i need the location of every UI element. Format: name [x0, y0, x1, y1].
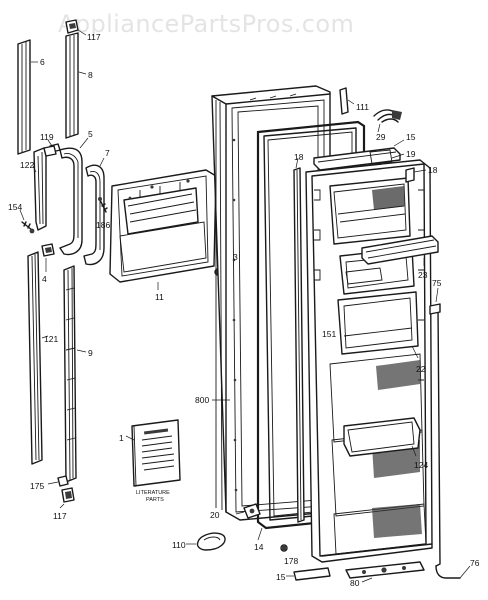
label-20: 20 — [210, 510, 220, 520]
label-154: 154 — [8, 202, 22, 212]
label-4: 4 — [42, 274, 47, 284]
label-151: 151 — [322, 329, 336, 339]
part-122-handle — [32, 145, 57, 231]
label-18-left: 18 — [294, 152, 304, 162]
part-5-handle — [59, 137, 89, 256]
label-6: 6 — [40, 57, 45, 67]
part-18-right-bar — [405, 167, 427, 183]
part-186-screw — [98, 197, 108, 213]
part-15-bottom-strip — [286, 567, 331, 581]
label-15-top: 15 — [406, 132, 416, 142]
label-800: 800 — [195, 395, 209, 405]
label-119: 119 — [40, 132, 54, 142]
part-80-bottom-bracket — [345, 561, 425, 583]
label-19: 19 — [406, 149, 416, 159]
label-117-bottom: 117 — [53, 511, 67, 521]
part-29-harness — [373, 109, 402, 133]
label-1: 1 — [119, 433, 124, 443]
part-110-hinge-cover — [186, 532, 226, 551]
label-80: 80 — [350, 578, 360, 588]
part-19-bracket — [369, 149, 405, 165]
part-9-long-channel — [63, 265, 87, 483]
part-18-vertical-rail — [293, 157, 305, 523]
label-22: 22 — [416, 364, 426, 374]
part-7-handle — [83, 157, 105, 266]
part-175-cap — [47, 475, 69, 487]
label-23: 23 — [418, 270, 428, 280]
label-117-top: 117 — [87, 32, 101, 42]
label-14: 14 — [254, 542, 264, 552]
label-8: 8 — [88, 70, 93, 80]
literature-line-1: LITERATURE — [136, 490, 170, 496]
part-117-top-cap — [65, 19, 87, 36]
part-117-bottom-cap — [59, 487, 75, 509]
label-9: 9 — [88, 348, 93, 358]
label-122: 122 — [20, 160, 34, 170]
label-175: 175 — [30, 481, 44, 491]
part-121-long-strip — [27, 251, 49, 465]
part-178-screw — [280, 544, 288, 552]
label-29: 29 — [376, 132, 386, 142]
label-3: 3 — [233, 252, 238, 262]
part-75-76-rod — [429, 287, 471, 579]
label-178: 178 — [284, 556, 298, 566]
label-111: 111 — [356, 102, 369, 112]
watermark-text: AppliancePartsPros.com — [58, 10, 354, 38]
part-4-clip — [41, 243, 55, 272]
callout-labels: 6 117 8 119 5 7 122 154 186 4 11 121 9 3… — [8, 32, 480, 588]
label-186: 186 — [96, 220, 110, 230]
label-18-right: 18 — [428, 165, 438, 175]
part-6-trim-strip — [17, 39, 38, 155]
label-76: 76 — [470, 558, 480, 568]
label-15-bottom: 15 — [276, 572, 286, 582]
part-20-door-stop — [235, 503, 261, 519]
inner-door-liner — [305, 159, 433, 563]
part-111-hinge-pin — [339, 87, 355, 115]
part-15-top-cap — [313, 139, 405, 171]
literature-line-2: PARTS — [146, 497, 164, 503]
label-5: 5 — [88, 129, 93, 139]
label-75: 75 — [432, 278, 442, 288]
part-1-literature-booklet: LITERATURE PARTS — [125, 419, 181, 503]
label-110: 110 — [172, 540, 186, 550]
part-11-dispenser-frame — [109, 169, 217, 290]
label-121: 121 — [44, 334, 58, 344]
part-8-channel — [65, 32, 87, 139]
label-7: 7 — [105, 148, 110, 158]
part-23-dispenser-bar — [361, 235, 439, 266]
label-124: 124 — [414, 460, 428, 470]
label-11: 11 — [155, 292, 164, 302]
part-154-screw — [19, 209, 35, 234]
